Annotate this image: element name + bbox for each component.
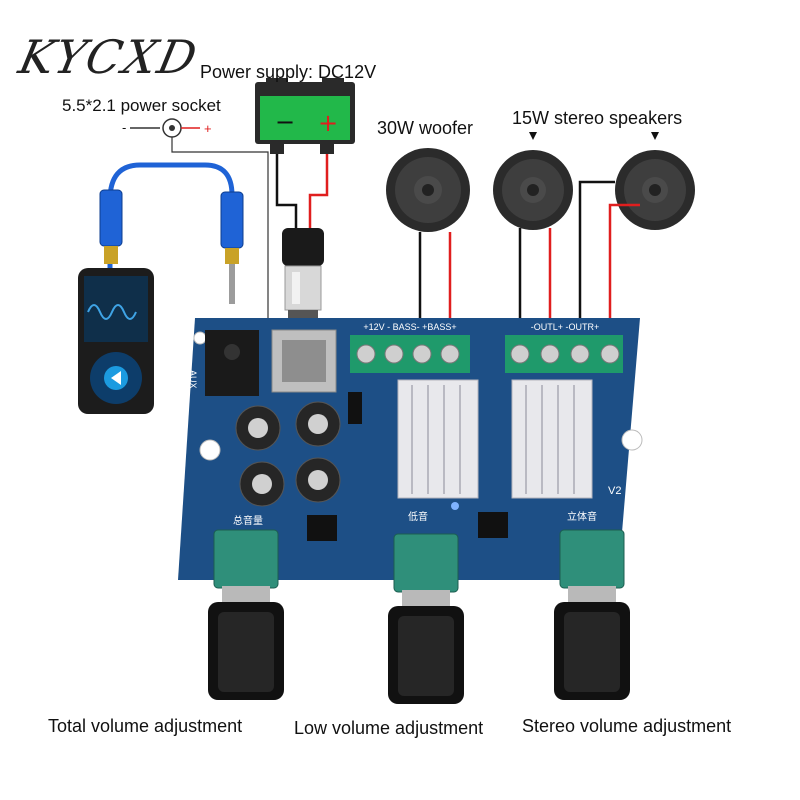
terminal-right-label: -OUTL+ -OUTR+ — [531, 322, 600, 332]
power-socket-label: 5.5*2.1 power socket — [62, 96, 221, 115]
media-player-icon — [78, 268, 154, 414]
version-label: V2 — [608, 485, 621, 497]
total-volume-caption: Total volume adjustment — [48, 716, 243, 736]
stereo-speakers-label: 15W stereo speakers — [512, 108, 683, 128]
woofer-speaker-icon — [386, 148, 470, 232]
knob-label-total: 总音量 — [233, 514, 263, 527]
left-speaker-icon — [493, 150, 573, 230]
battery-minus-label: − — [275, 108, 295, 136]
dc-plug-icon — [282, 228, 324, 322]
knob-label-stereo: 立体音 — [567, 510, 597, 523]
terminal-left-label: +12V - BASS- +BASS+ — [363, 322, 456, 332]
battery-plus-label: + — [318, 109, 338, 137]
power-supply-label: Power supply: DC12V — [200, 62, 377, 82]
low-volume-knob[interactable] — [388, 533, 464, 704]
stereo-volume-knob[interactable] — [554, 529, 630, 700]
aux-plug-right-icon — [220, 191, 244, 304]
power-socket-icon — [130, 118, 269, 330]
aux-plug-left-icon — [99, 189, 123, 264]
aux-label: AUX — [188, 370, 198, 389]
stereo-volume-caption: Stereo volume adjustment — [522, 716, 732, 736]
socket-plus-label: + — [204, 121, 212, 136]
woofer-label: 30W woofer — [377, 118, 474, 138]
battery-icon — [255, 78, 355, 154]
knob-label-low: 低音 — [408, 510, 428, 523]
right-speaker-icon — [615, 150, 695, 230]
total-volume-knob[interactable] — [208, 529, 284, 700]
low-volume-caption: Low volume adjustment — [294, 718, 484, 738]
amplifier-board — [178, 318, 643, 580]
socket-minus-label: - — [122, 120, 126, 135]
